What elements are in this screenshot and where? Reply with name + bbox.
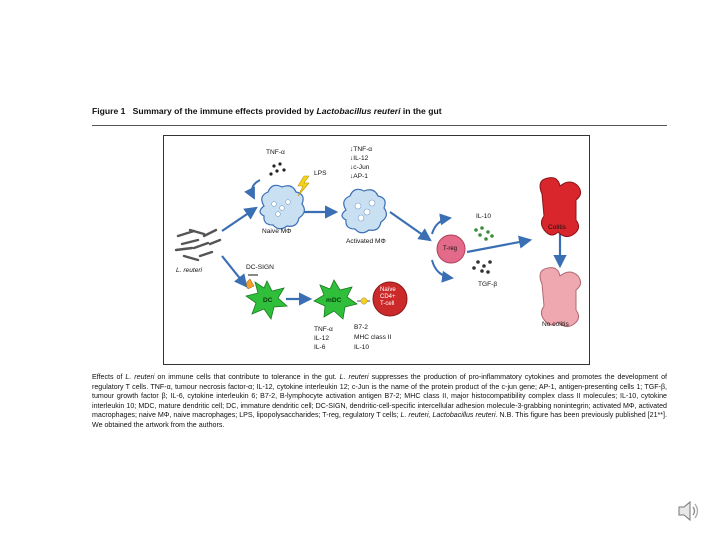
caption-organism-1: L. reuteri [125,373,155,381]
naive-macrophage-cell [259,184,305,230]
label-l-reuteri: L. reuteri [176,267,203,274]
mdc-cell [313,279,358,320]
curved-arrow-tgfb [431,259,454,283]
title-rule [92,125,667,126]
label-il10: IL-10 [476,213,492,220]
label-down-tnf: ↓TNF-α [350,146,373,153]
dc-sign-receptor [246,274,258,290]
label-tgfb: TGF-β [478,281,498,288]
figure-title-organism: Lactobacillus reuteri [316,106,401,116]
figure-diagram: TNF-α LPS Naive MΦ Activated MΦ ↓TNF-α ↓… [163,135,590,365]
label-mdc-il6: IL-6 [314,344,326,351]
label-activated-macrophage: Activated MΦ [346,238,386,245]
curved-arrow-tnf [244,179,261,200]
label-naive-macrophage: Naive MΦ [262,228,292,235]
figure-title-suffix: in the gut [402,106,442,116]
caption-organism-2: L. reuteri [339,373,369,381]
immune-synapse [357,297,370,305]
colon-colitis-icon [539,177,582,238]
label-no-colitis: No colitis [542,321,569,328]
caption-lead: Effects of [92,373,123,381]
label-treg: T-reg [443,246,458,252]
label-colitis: Colitis [548,224,566,231]
label-mhc-class-ii: MHC class II [354,334,392,341]
tgfb-molecules [472,260,492,274]
diagram-graphics [174,162,582,328]
arrow-to-dc [221,255,248,288]
label-mdc-tnf: TNF-α [314,326,333,333]
label-down-il12: ↓IL-12 [350,155,369,162]
treg-cell [436,234,466,264]
lps-icon [297,175,310,197]
colon-healthy-icon [539,267,582,328]
figure-number: Figure 1 [92,106,126,116]
caption-part-2: suppresses the production of pro-inflamm… [92,373,667,420]
activated-macrophage-cell [341,188,387,234]
label-dc: DC [263,297,273,304]
label-down-cjun: ↓c-Jun [350,164,370,171]
label-b72: B7-2 [354,324,368,331]
label-dc-sign: DC-SIGN [246,264,274,271]
il10-molecules [474,226,494,241]
label-tnf-alpha: TNF-α [266,149,285,156]
label-tcell-line2: CD4+ [380,294,396,300]
figure-caption: Effects of L. reuteri on immune cells th… [92,373,667,431]
tnf-alpha-molecules [269,162,286,176]
label-mdc-il12: IL-12 [314,335,330,342]
label-mdc: mDC [326,297,342,304]
label-tcell-line3: T-cell [380,301,395,307]
caption-part-1: on immune cells that contribute to toler… [157,373,337,381]
label-tcell-line1: Naïve [380,287,396,293]
dc-cell [245,280,288,320]
label-il10-mdc: IL-10 [354,344,370,351]
l-reuteri-bacteria [174,228,222,262]
speaker-icon[interactable] [676,498,702,524]
caption-part-3: . N.B. This figure has been previously p… [92,411,668,429]
arrow-to-naive-macrophage [221,206,258,232]
caption-organism-3: L. reuteri, Lactobacillus reuteri [400,411,496,420]
arrow-activated-to-treg [389,211,432,242]
label-down-ap1: ↓AP-1 [350,173,368,180]
naive-cd4-tcell [372,281,408,317]
curved-arrow-il10 [431,213,452,235]
figure-title-text: Summary of the immune effects provided b… [132,106,315,116]
label-lps: LPS [314,170,327,177]
arrow-treg-to-colitis [466,235,533,254]
figure-title: Figure 1 Summary of the immune effects p… [92,106,672,116]
